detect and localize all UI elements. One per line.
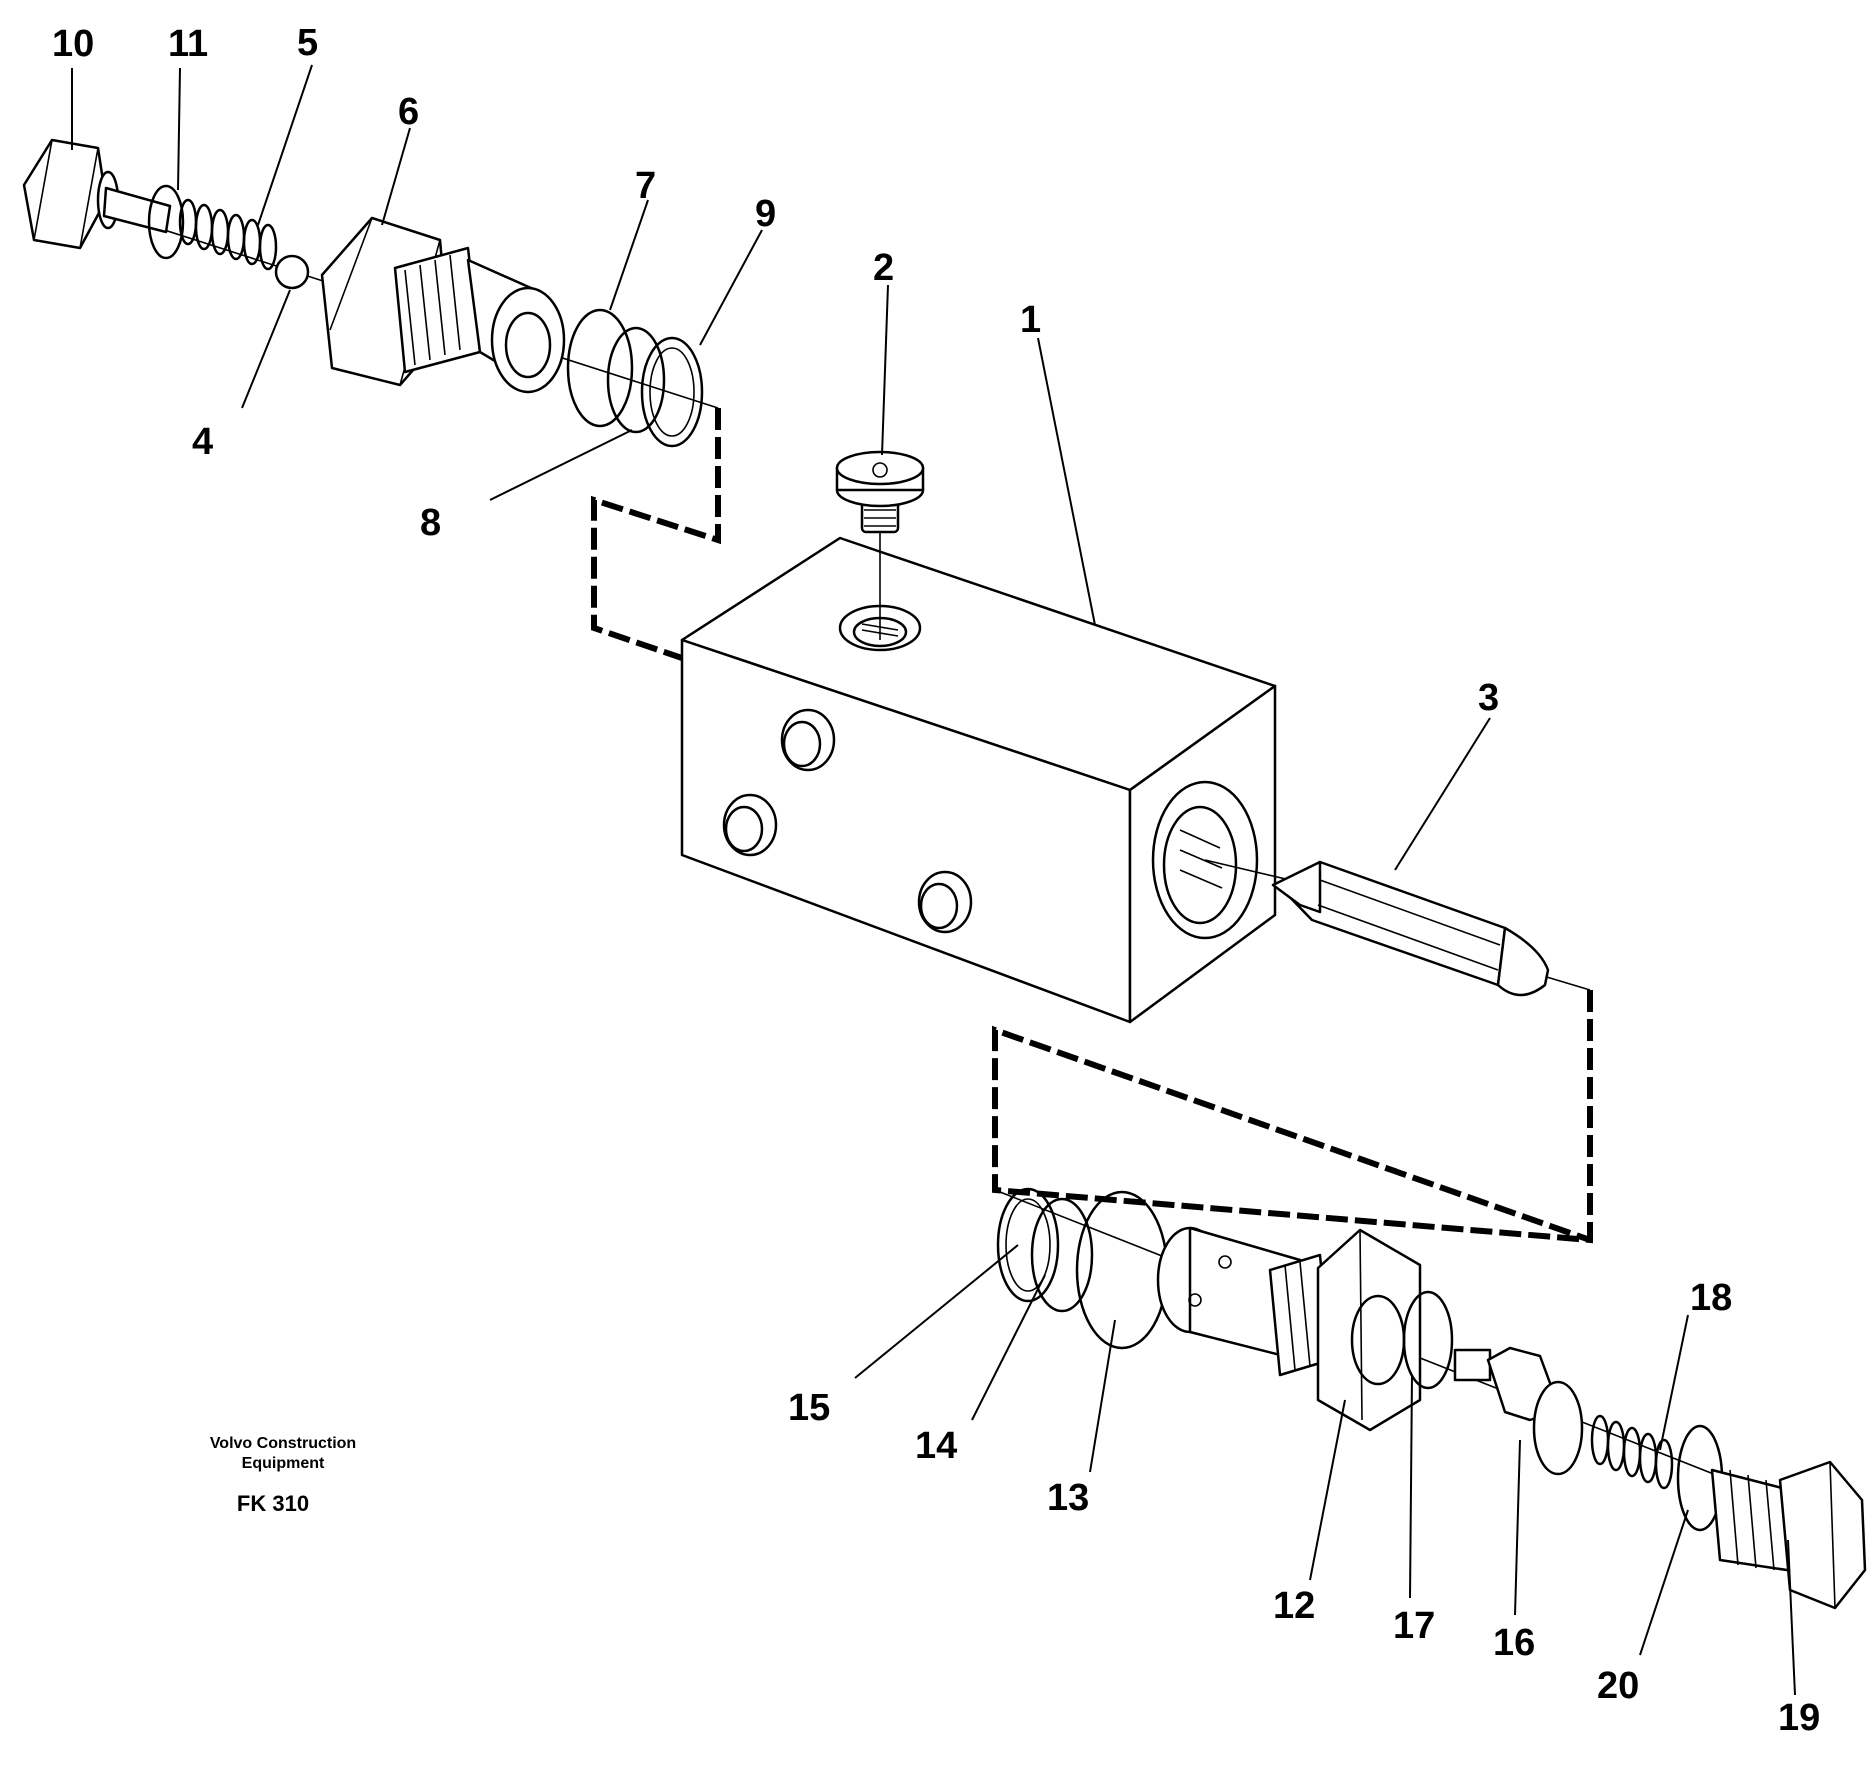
top-valve-assembly [22, 138, 719, 448]
callout-2: 2 [873, 247, 894, 289]
callout-6: 6 [398, 91, 419, 133]
bottom-valve-assembly [994, 1187, 1867, 1610]
caption-code: FK 310 [237, 1491, 309, 1516]
callout-20: 20 [1597, 1665, 1639, 1707]
valve-body [680, 536, 1277, 1024]
plug-part-2 [835, 450, 925, 640]
cartridge-part-3 [1204, 859, 1591, 997]
callout-1: 1 [1020, 299, 1041, 341]
spring-part-18 [1590, 1414, 1674, 1490]
callout-14: 14 [915, 1425, 957, 1467]
caption-company-line2: Equipment [242, 1455, 325, 1472]
caption-block: Volvo Construction Equipment FK 310 [210, 1435, 356, 1516]
callout-10: 10 [52, 23, 94, 65]
callout-18: 18 [1690, 1277, 1732, 1319]
callout-13: 13 [1047, 1477, 1089, 1519]
callout-9: 9 [755, 193, 776, 235]
callout-3: 3 [1478, 677, 1499, 719]
callout-8: 8 [420, 502, 441, 544]
callout-labels: 10 11 5 6 7 9 2 1 4 8 3 18 15 14 13 12 1… [52, 22, 1820, 1739]
callout-15: 15 [788, 1387, 830, 1429]
callout-4: 4 [192, 421, 213, 463]
caption-company-line1: Volvo Construction [210, 1435, 356, 1452]
callout-5: 5 [297, 22, 318, 64]
callout-17: 17 [1393, 1605, 1435, 1647]
callout-7: 7 [635, 165, 656, 207]
callout-11: 11 [168, 23, 208, 65]
callout-12: 12 [1273, 1585, 1315, 1627]
leader-lines [71, 64, 1796, 1696]
callout-19: 19 [1778, 1697, 1820, 1739]
spring-part-5 [178, 198, 278, 271]
callout-16: 16 [1493, 1622, 1535, 1664]
